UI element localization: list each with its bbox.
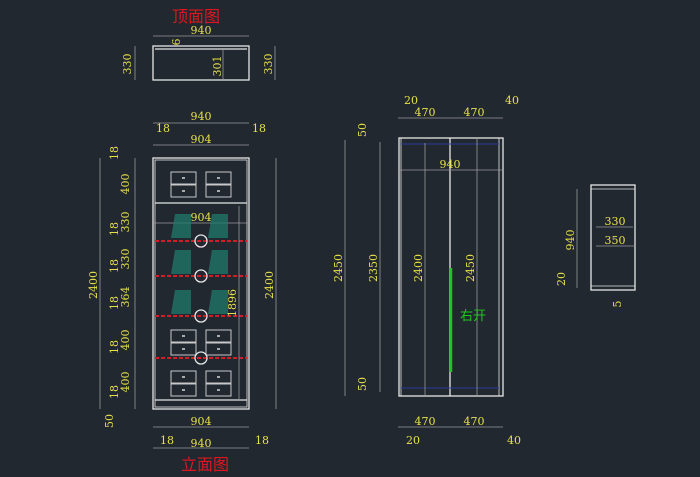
drawer-handle-icon <box>217 335 220 337</box>
dim-top-width: 940 <box>191 24 212 37</box>
drawer-handle-icon <box>217 376 220 378</box>
drawer <box>205 342 232 356</box>
dim-chain-segment: 400 <box>119 330 132 351</box>
rod-hook-icon <box>194 351 208 365</box>
dim-height-a: 2400 <box>412 254 425 282</box>
clothes-icon <box>171 214 191 238</box>
dim-bottom-right-door: 470 <box>464 415 485 428</box>
dim-top-side-left: 18 <box>156 122 170 135</box>
door-outline <box>398 137 504 397</box>
dim-height-door: 2350 <box>367 254 380 282</box>
dim-inner-height: 1896 <box>226 289 239 317</box>
drawer-handle-icon <box>217 348 220 350</box>
dim-bottom-side-right: 18 <box>255 434 269 447</box>
cabinet-inner <box>154 159 248 408</box>
drawer <box>170 329 197 343</box>
dim-depth-a: 330 <box>605 215 626 228</box>
drawer-handle-icon <box>217 177 220 179</box>
drawer-handle-icon <box>217 190 220 192</box>
dim-height-left: 2400 <box>87 271 100 299</box>
drawer <box>205 370 232 384</box>
drawer <box>170 383 197 397</box>
front-view-title: 立面图 <box>181 455 229 474</box>
dim-top-left-gap: 20 <box>404 94 418 107</box>
hanging-rods <box>155 234 247 365</box>
clothes-icon <box>208 290 228 314</box>
drawer <box>205 329 232 343</box>
top-view: 顶面图 940 9 301 330 330 <box>121 7 276 81</box>
dim-chain-segment: 18 <box>108 259 121 273</box>
dim-inner-depth: 301 <box>211 56 224 77</box>
drawer-handle-icon <box>182 177 185 179</box>
dim-bottom-side-left: 18 <box>160 434 174 447</box>
dim-chain-segment: 400 <box>119 174 132 195</box>
dim-section-height: 940 <box>564 230 577 251</box>
dim-top-right-gap: 40 <box>505 94 519 107</box>
dim-chain-segment: 18 <box>108 146 121 160</box>
dim-depth-right: 330 <box>262 54 275 75</box>
drawer-handle-icon <box>182 389 185 391</box>
dim-base-height: 50 <box>103 414 116 428</box>
dim-offset: 5 <box>611 301 624 308</box>
dim-gap: 9 <box>169 39 182 46</box>
dim-bottom-left-gap: 20 <box>406 434 420 447</box>
drawer-handle-icon <box>217 389 220 391</box>
dim-chain-segment: 18 <box>108 385 121 399</box>
dim-bottom-right-gap: 40 <box>507 434 521 447</box>
rod-hook-icon <box>194 269 208 283</box>
dim-top-inner: 904 <box>191 133 212 146</box>
drawer <box>170 370 197 384</box>
top-view-outline <box>152 45 250 81</box>
dim-top-offset: 50 <box>356 123 369 137</box>
dim-bottom-offset: 50 <box>356 377 369 391</box>
drawer <box>205 184 232 198</box>
rod-hook-icon <box>194 234 208 248</box>
dim-bottom-gap: 20 <box>555 272 568 286</box>
clothes-icon <box>208 214 228 238</box>
door-view: 20 470 470 40 右开 940 2450 2350 2400 2450… <box>332 94 521 447</box>
dim-inner-width: 904 <box>191 211 212 224</box>
drawer <box>170 342 197 356</box>
dim-height-outer: 2450 <box>332 254 345 282</box>
drawer-handle-icon <box>182 376 185 378</box>
dim-top-width: 940 <box>191 110 212 123</box>
dim-depth-b: 350 <box>605 234 626 247</box>
dim-chain-segment: 18 <box>108 296 121 310</box>
door-note: 右开 <box>460 309 486 324</box>
dim-top-left-door: 470 <box>415 106 436 119</box>
clothes-icon <box>171 250 191 274</box>
front-view: 940 18 18 904 904 1896 18400183301833018… <box>87 110 277 474</box>
drawer-handle-icon <box>182 190 185 192</box>
rod-hook-icon <box>194 309 208 323</box>
dim-chain-segment: 400 <box>119 372 132 393</box>
dim-chain-segment: 18 <box>108 340 121 354</box>
dim-top-right-door: 470 <box>464 106 485 119</box>
drawer <box>205 171 232 185</box>
clothes-icon <box>208 250 228 274</box>
drawer <box>170 184 197 198</box>
dim-chain-segment: 18 <box>108 222 121 236</box>
dim-width: 940 <box>440 158 461 171</box>
drawer <box>170 171 197 185</box>
drawer-handle-icon <box>182 335 185 337</box>
dim-bottom-width: 940 <box>191 437 212 450</box>
dim-height-right: 2400 <box>263 271 276 299</box>
clothes-icon <box>171 290 191 314</box>
hanging-clothes <box>171 214 228 314</box>
dim-chain-segment: 364 <box>119 287 132 308</box>
dim-bottom-left-door: 470 <box>415 415 436 428</box>
dim-top-side-right: 18 <box>252 122 266 135</box>
dim-height-b: 2450 <box>464 254 477 282</box>
section-outline <box>590 184 636 291</box>
drawer <box>205 383 232 397</box>
drawers <box>170 171 232 397</box>
dim-chain-segment: 330 <box>119 249 132 270</box>
dim-bottom-inner: 904 <box>191 415 212 428</box>
dim-depth-left: 330 <box>121 54 134 75</box>
cabinet-outline <box>152 157 250 410</box>
drawer-handle-icon <box>182 348 185 350</box>
section-view: 940 330 350 20 5 <box>555 184 636 308</box>
top-view-title: 顶面图 <box>172 7 220 26</box>
dim-chain-segment: 330 <box>119 212 132 233</box>
